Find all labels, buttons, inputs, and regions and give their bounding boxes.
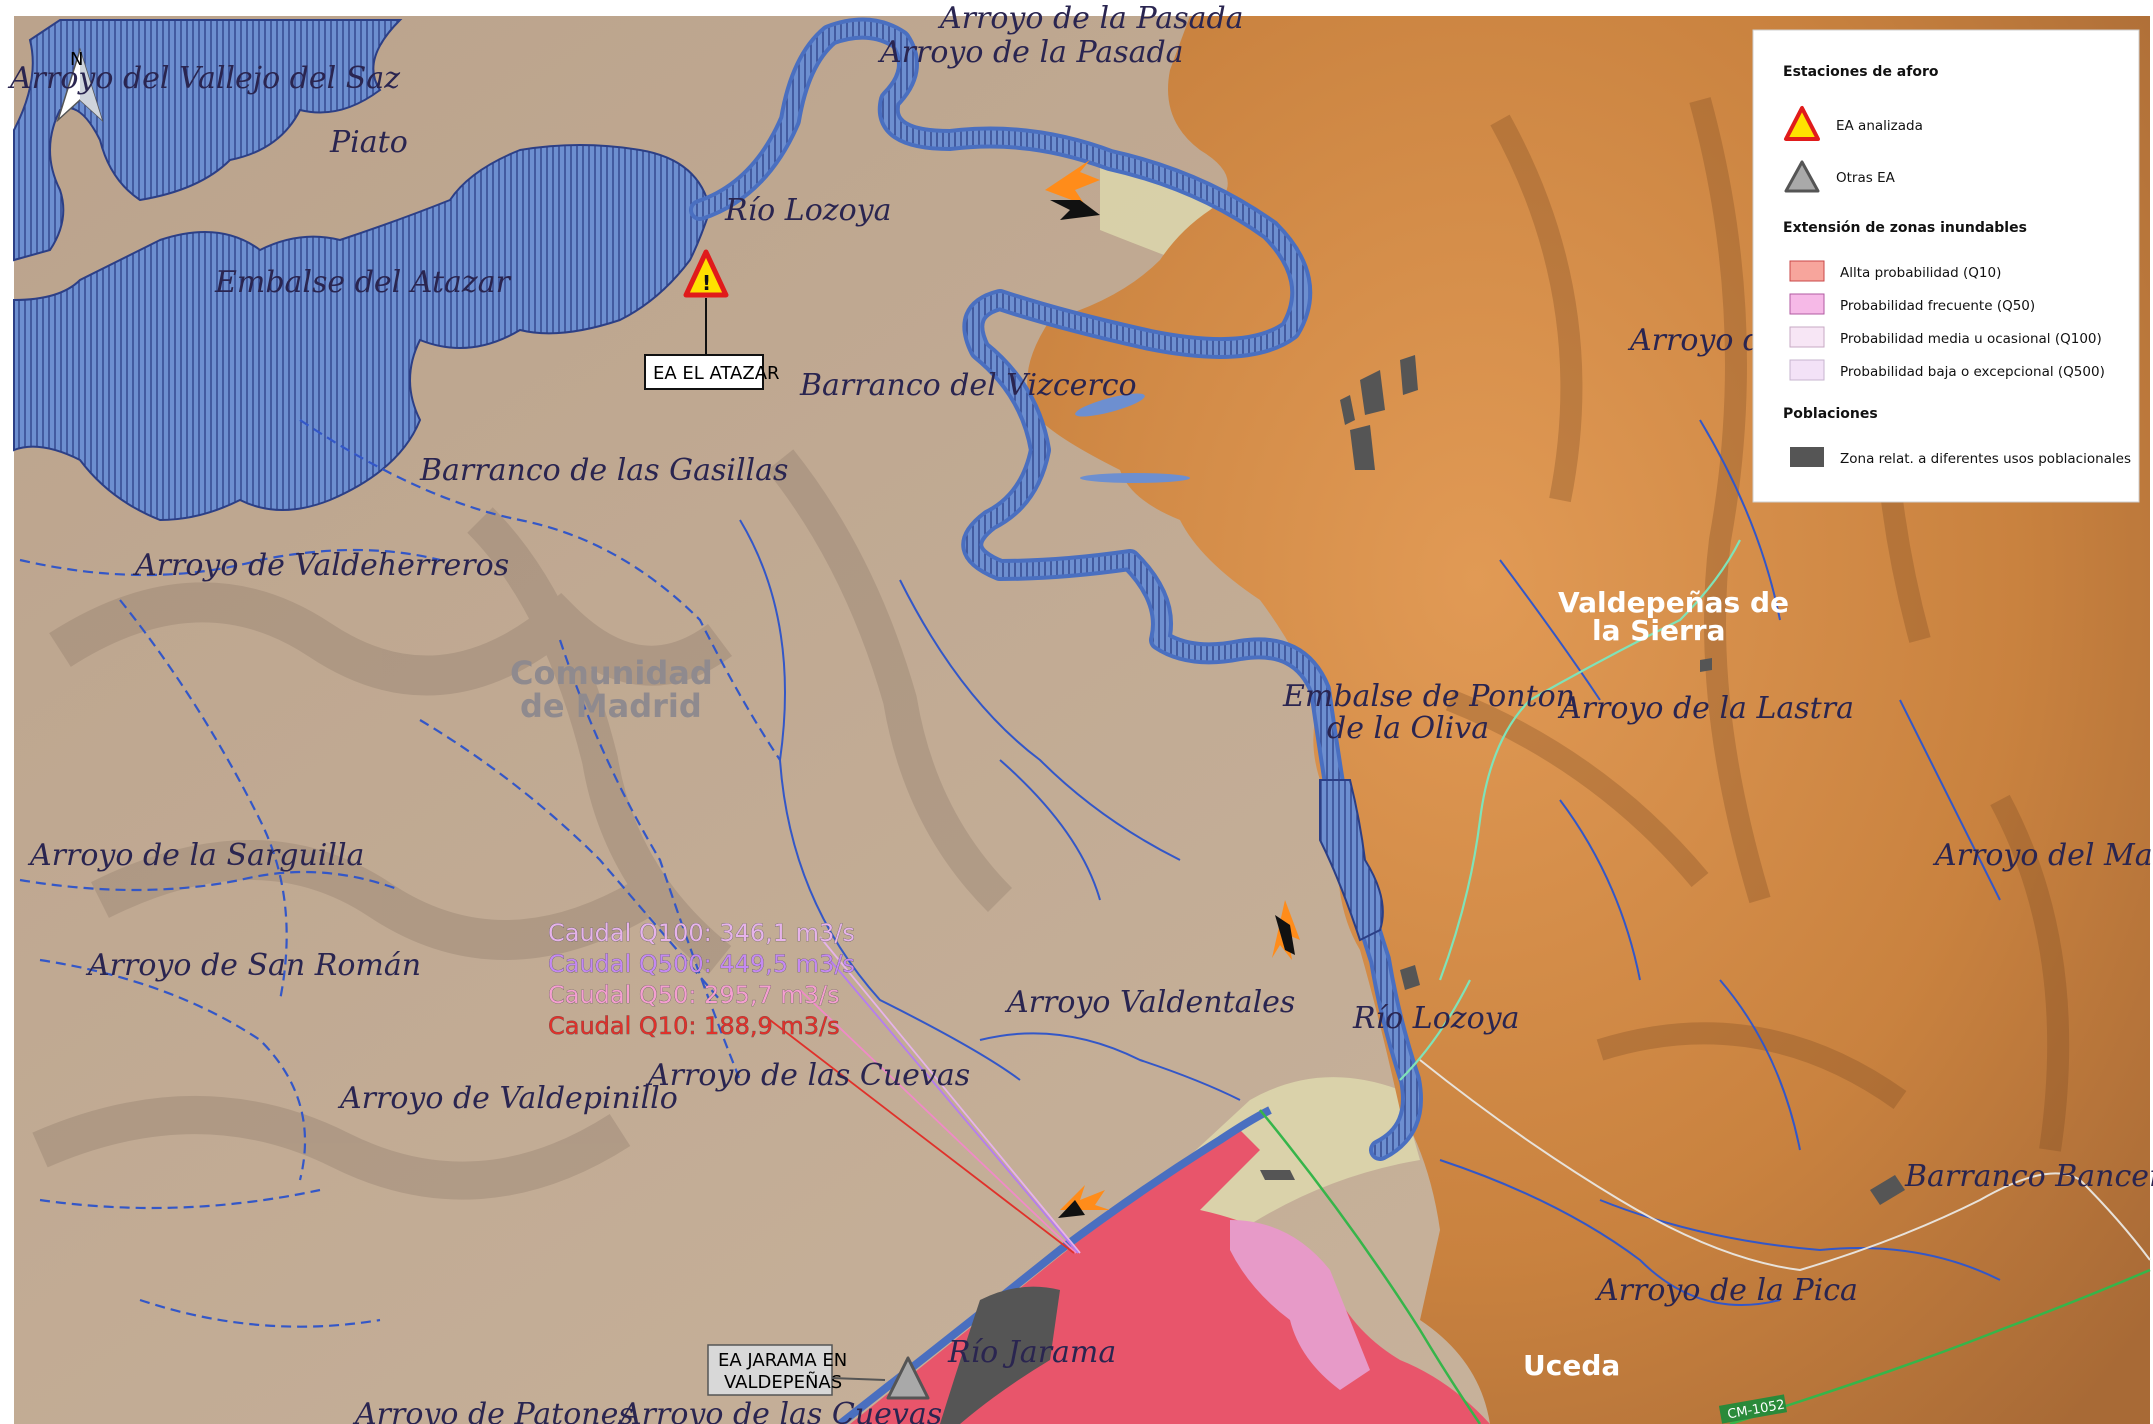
- label-pasada-top: Arroyo de la Pasada: [937, 1, 1244, 36]
- label-arroyo-pica: Arroyo de la Pica: [1594, 1273, 1858, 1308]
- station-jarama[interactable]: EA JARAMA EN VALDEPEÑAS: [707, 1344, 930, 1400]
- label-arroyo-patones: Arroyo de Patones: [352, 1397, 634, 1424]
- flood-q50: [1230, 1220, 1370, 1390]
- label-arroyo-cuevas: Arroyo de las Cuevas: [645, 1058, 970, 1093]
- label-arroyo-valdentales: Arroyo Valdentales: [1004, 985, 1295, 1020]
- label-rio-jarama: Río Jarama: [947, 1335, 1116, 1370]
- legend-swatch-q10: [1789, 260, 1825, 282]
- pond: [1080, 473, 1190, 483]
- gauge-triangle-icon: [886, 1356, 930, 1400]
- label-valdepenas-line1: Valdepeñas de: [1558, 586, 1789, 619]
- tributaries: [19, 419, 781, 1328]
- legend: Estaciones de aforo EA analizada Otras E…: [1752, 29, 2140, 503]
- label-barranco-gasillas: Barranco de las Gasillas: [419, 453, 788, 488]
- svg-text:!: !: [702, 271, 711, 295]
- label-arroyo-san-roman: Arroyo de San Román: [85, 948, 421, 983]
- legend-stations-title: Estaciones de aforo: [1783, 64, 1939, 80]
- label-piato: Piato: [329, 125, 408, 160]
- flow-label-q10: Caudal Q10: 188,9 m3/s: [548, 1012, 840, 1040]
- label-valdepenas-line2: la Sierra: [1592, 614, 1726, 647]
- legend-other-icon: [1784, 160, 1820, 193]
- station-jarama-label-line2: VALDEPEÑAS: [724, 1371, 842, 1393]
- embalse-atazar: [13, 19, 712, 522]
- label-arroyo-lastra: Arroyo de la Lastra: [1557, 691, 1854, 726]
- station-atazar-box: [644, 354, 764, 390]
- warning-triangle-icon: [683, 249, 729, 298]
- boundary-lines: [1399, 539, 1741, 1081]
- label-embalse-ponton-line1: Embalse de Ponton: [1282, 679, 1575, 714]
- legend-analyzed-icon: [1784, 106, 1820, 141]
- flow-arrows: [1045, 160, 1300, 1218]
- legend-q50: Probabilidad frecuente (Q50): [1840, 298, 2035, 314]
- flow-leader-lines: [769, 936, 1081, 1254]
- label-arroyo-valdeherreros: Arroyo de Valdeherreros: [132, 548, 509, 583]
- legend-q500: Probabilidad baja o excepcional (Q500): [1840, 364, 2105, 380]
- label-region-line2: de Madrid: [520, 687, 702, 725]
- flow-label-q500: Caudal Q500: 449,5 m3/s: [548, 950, 855, 978]
- label-region-line1: Comunidad: [510, 654, 713, 692]
- label-pasada: Arroyo de la Pasada: [877, 35, 1184, 70]
- urban-zones: [940, 355, 1905, 1424]
- road-cm1052: [1259, 1109, 1482, 1424]
- label-rio-lozoya-top: Río Lozoya: [724, 193, 891, 228]
- station-jarama-box: [707, 1344, 833, 1396]
- label-rio-lozoya-bottom: Río Lozoya: [1352, 1001, 1519, 1036]
- legend-q10: Allta probabilidad (Q10): [1840, 265, 2001, 281]
- legend-swatch-q100: [1789, 326, 1825, 348]
- label-embalse-atazar: Embalse del Atazar: [214, 265, 512, 300]
- flow-label-q100: Caudal Q100: 346,1 m3/s: [548, 919, 855, 947]
- flow-label-q50: Caudal Q50: 295,7 m3/s: [548, 981, 840, 1009]
- label-embalse-ponton-line2: de la Oliva: [1327, 711, 1489, 746]
- hillshade: [32, 449, 1013, 1200]
- station-atazar-label: EA EL ATAZAR: [653, 363, 780, 384]
- pond: [1075, 393, 1145, 417]
- streams: [739, 419, 2001, 1306]
- legend-swatch-urban: [1790, 447, 1824, 467]
- label-vallejo-saz: Arroyo del Vallejo del Saz: [7, 61, 400, 96]
- station-atazar[interactable]: ! EA EL ATAZAR: [644, 249, 780, 390]
- label-arroyo-valdepinillo: Arroyo de Valdepinillo: [337, 1081, 678, 1116]
- station-jarama-label-line1: EA JARAMA EN: [718, 1350, 847, 1371]
- legend-swatch-q50: [1789, 293, 1825, 315]
- legend-pop-zone: Zona relat. a diferentes usos poblaciona…: [1840, 451, 2131, 467]
- legend-flood-title: Extensión de zonas inundables: [1783, 220, 2027, 236]
- label-arroyo-sarguilla: Arroyo de la Sarguilla: [27, 838, 364, 873]
- label-barranco-vizcerco: Barranco del Vizcerco: [799, 368, 1137, 403]
- north-arrow-icon: N: [56, 47, 104, 123]
- legend-station-analyzed: EA analizada: [1836, 118, 1923, 134]
- label-arroyo-madronal: Arroyo del Madroñal: [1932, 838, 2153, 873]
- legend-station-other: Otras EA: [1836, 170, 1896, 186]
- legend-pop-title: Poblaciones: [1783, 406, 1878, 422]
- label-uceda: Uceda: [1523, 1349, 1620, 1382]
- label-arroyo-cuevas-bottom: Arroyo de las Cuevas: [617, 1397, 942, 1424]
- embalse-ponton: [1319, 779, 1384, 942]
- rio-jarama: [837, 1106, 1272, 1424]
- legend-q100: Probabilidad media u ocasional (Q100): [1840, 331, 2102, 347]
- north-label: N: [70, 49, 83, 70]
- legend-swatch-q500: [1789, 359, 1825, 381]
- floodplain-band: [900, 150, 1420, 1424]
- road-secondary: [1729, 1268, 2151, 1424]
- label-barranco-bancerbero: Barranco Bancerbero: [1904, 1159, 2153, 1194]
- track: [1419, 1059, 2151, 1272]
